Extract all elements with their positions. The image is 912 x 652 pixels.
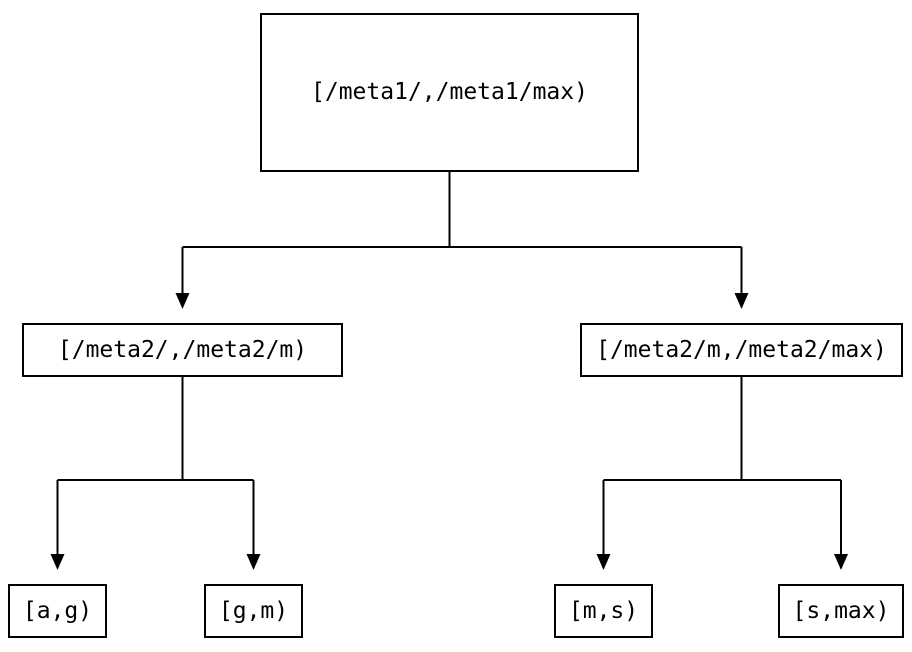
node-leaf-g-m: [g,m) [204, 584, 303, 638]
node-label: [/meta2/,/meta2/m) [57, 336, 308, 363]
node-label: [a,g) [22, 597, 93, 624]
edge-lines [56, 172, 842, 554]
node-meta2-high-range: [/meta2/m,/meta2/max) [580, 323, 903, 377]
node-label: [s,max) [792, 597, 890, 624]
node-label: [/meta1/,/meta1/max) [311, 79, 588, 105]
node-label: [g,m) [218, 597, 289, 624]
edge-arrowhead-down-icon [734, 293, 749, 309]
edge-arrowhead-down-icon [246, 554, 261, 570]
node-label: [/meta2/m,/meta2/max) [596, 336, 887, 363]
node-leaf-s-max: [s,max) [778, 584, 904, 638]
node-leaf-a-g: [a,g) [8, 584, 107, 638]
node-leaf-m-s: [m,s) [554, 584, 653, 638]
edge-arrowhead-down-icon [175, 293, 190, 309]
node-label: [m,s) [568, 597, 639, 624]
node-root-meta1-range: [/meta1/,/meta1/max) [260, 13, 639, 172]
edge-arrowhead-down-icon [834, 554, 848, 570]
edge-arrowhead-down-icon [596, 554, 611, 570]
edge-arrowhead-down-icon [50, 554, 65, 570]
node-meta2-low-range: [/meta2/,/meta2/m) [22, 323, 343, 377]
